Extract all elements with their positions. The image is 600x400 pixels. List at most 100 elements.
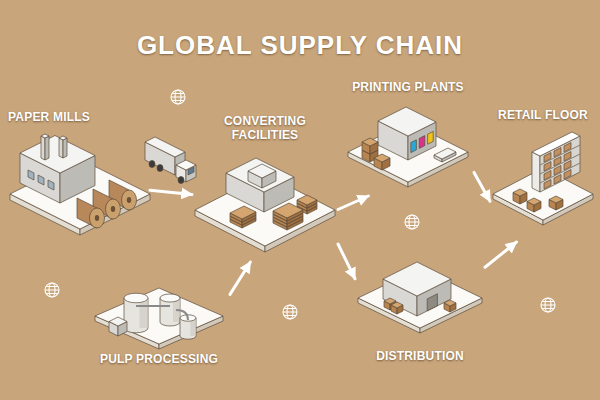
carton: [374, 154, 390, 162]
pump-housing: [109, 317, 127, 326]
shelf: [540, 145, 580, 165]
warehouse-door: [427, 294, 437, 311]
truck-wheel: [149, 161, 155, 168]
paper-roll-core: [95, 215, 99, 221]
globe-parallels: [541, 302, 555, 309]
flow-arrow: [485, 242, 517, 267]
mill-chimney: [45, 136, 49, 160]
printing-press-illustration: [348, 107, 468, 187]
shelf-product: [544, 180, 551, 190]
globe-icon: [45, 283, 59, 297]
globe-outline: [171, 90, 185, 104]
facility-node: RETAIL FLOOR: [490, 106, 596, 242]
ink-unit: [419, 136, 425, 149]
carton: [362, 138, 378, 146]
shelf-product: [554, 166, 561, 176]
truck-trailer: [145, 137, 185, 157]
shelf-product: [564, 143, 571, 153]
facility-illustration: [490, 106, 596, 242]
flow-arrow: [150, 190, 192, 194]
shelf-product: [564, 161, 571, 171]
warehouse-illustration: [358, 262, 482, 333]
facility-label: RETAIL FLOOR: [498, 108, 588, 122]
shelf-unit: [532, 132, 580, 156]
cardboard-stack: [297, 195, 317, 205]
paper-roll-end: [106, 199, 121, 219]
shelf-product: [554, 157, 561, 167]
facility-node: DISTRIBUTION: [355, 250, 485, 365]
paper-mill-illustration: [10, 134, 150, 235]
shelf-product: [544, 153, 551, 163]
globe-outline: [45, 283, 59, 297]
carton: [527, 198, 541, 205]
shelf-product: [554, 175, 561, 185]
shelf-product: [564, 152, 571, 162]
facility-node: PRINTING PLANTS: [342, 78, 474, 196]
paper-roll-core: [127, 197, 131, 203]
globe-outline: [283, 305, 297, 319]
printing-press: [378, 107, 436, 136]
title-container: GLOBAL SUPPLY CHAIN: [0, 30, 600, 61]
tank-body: [124, 298, 148, 333]
ink-unit: [428, 131, 434, 144]
truck-wheel: [157, 165, 163, 172]
truck-windshield: [188, 167, 194, 175]
carton: [549, 196, 563, 203]
truck-illustration: [145, 137, 196, 184]
facility-node: PAPER MILLS: [5, 108, 150, 245]
globe-outline: [541, 298, 555, 312]
truck-wheel: [178, 177, 184, 184]
shelf-product: [544, 171, 551, 181]
cutting-head: [248, 164, 276, 178]
mill-chimney: [63, 138, 67, 158]
mill-chimney: [41, 134, 49, 138]
mill-chimney: [59, 138, 63, 158]
facility-label: DISTRIBUTION: [376, 349, 464, 363]
mill-window: [38, 175, 44, 185]
mill-chimney: [59, 136, 67, 140]
flow-arrow: [474, 172, 490, 201]
tank-top: [160, 294, 180, 302]
paper-roll-core: [111, 206, 115, 212]
pulp-plant-illustration: [95, 288, 223, 349]
facility-label: PAPER MILLS: [8, 110, 90, 124]
flow-arrow: [230, 262, 250, 294]
flow-arrow: [338, 196, 368, 210]
globe-icon: [541, 298, 555, 312]
globe-icon: [405, 215, 419, 229]
mill-building: [20, 136, 95, 174]
converting-machine: [226, 158, 294, 192]
diagram-title: GLOBAL SUPPLY CHAIN: [137, 30, 463, 61]
retail-illustration: [493, 132, 593, 225]
globe-outline: [405, 215, 419, 229]
facility-illustration: [342, 78, 474, 196]
facility-node: PULP PROCESSING: [88, 276, 230, 368]
facility-node: CONVERTING FACILITIES: [192, 112, 338, 262]
output-tray: [434, 148, 456, 159]
cardboard-stack: [273, 203, 303, 218]
carton: [391, 302, 403, 308]
tank-top: [124, 293, 148, 303]
converting-illustration: [195, 158, 335, 252]
shelf-product: [554, 148, 561, 158]
shelf-product: [544, 162, 551, 172]
globe-icon: [171, 90, 185, 104]
cardboard-stack: [230, 206, 256, 219]
facility-label: PULP PROCESSING: [100, 352, 218, 366]
globe-parallels: [45, 287, 59, 294]
paper-roll-end: [122, 190, 137, 210]
carton: [444, 300, 456, 306]
pipe: [176, 310, 188, 320]
paper-roll-end: [90, 208, 105, 228]
ink-unit: [411, 140, 417, 153]
globe-icon: [283, 305, 297, 319]
pipe: [136, 305, 170, 307]
flow-arrow: [338, 244, 355, 279]
globe-parallels: [283, 309, 297, 316]
mill-window: [48, 180, 54, 190]
facility-label: PRINTING PLANTS: [352, 80, 464, 94]
warehouse: [383, 262, 451, 296]
facility-illustration: [355, 250, 485, 365]
mill-window: [28, 170, 34, 180]
shelf-product: [564, 170, 571, 180]
